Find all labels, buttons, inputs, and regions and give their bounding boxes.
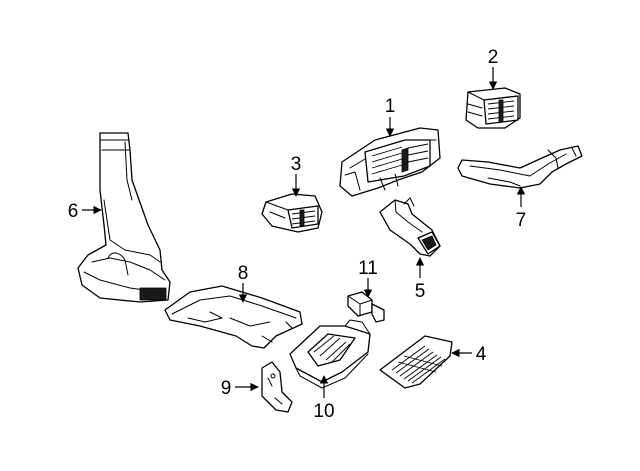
part-1-center-vent (339, 127, 441, 197)
callout-8: 8 (238, 263, 249, 284)
callout-6: 6 (68, 201, 79, 222)
leader-lines (82, 67, 526, 398)
part-11-sensor (347, 291, 385, 323)
part-3-side-vent (261, 193, 323, 233)
part-6-floor-duct (77, 132, 171, 303)
part-10-grille-box (289, 319, 371, 389)
callout-11: 11 (358, 258, 378, 279)
part-2-upper-vent (465, 87, 521, 129)
part-7-defrost-duct (457, 145, 583, 189)
callout-labels: 1 2 3 4 5 6 7 8 9 10 11 (68, 47, 527, 422)
callout-9: 9 (221, 378, 232, 399)
part-9-bracket (261, 361, 293, 413)
callout-2: 2 (488, 47, 499, 68)
part-4-grille-plate (379, 335, 453, 389)
part-8-rear-duct (164, 285, 303, 349)
callout-10: 10 (313, 401, 334, 422)
callout-4: 4 (476, 344, 487, 365)
callout-5: 5 (415, 281, 426, 302)
callout-3: 3 (291, 154, 302, 175)
part-5-vent-duct (379, 197, 441, 257)
callout-1: 1 (385, 96, 396, 117)
callout-7: 7 (516, 210, 527, 231)
